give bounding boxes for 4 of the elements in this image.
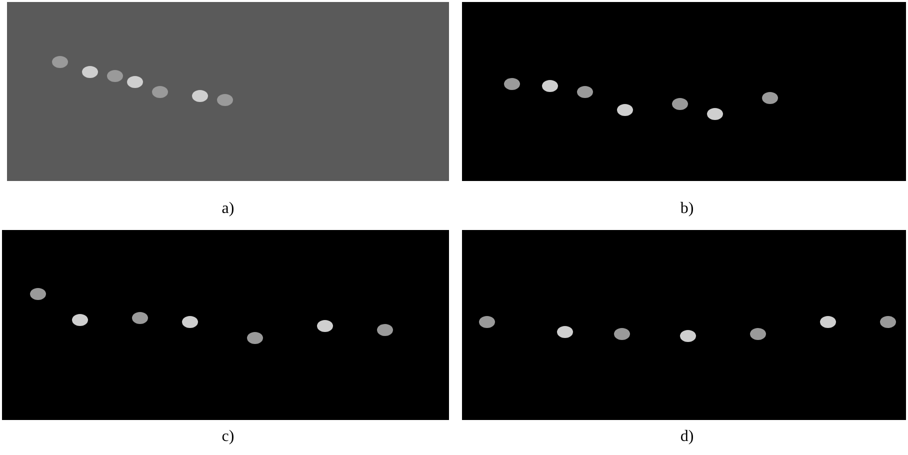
panel-caption: b)	[679, 200, 695, 218]
panel-caption: d)	[679, 428, 695, 446]
panel-caption: c)	[220, 428, 236, 446]
panel-caption: a)	[220, 200, 236, 218]
